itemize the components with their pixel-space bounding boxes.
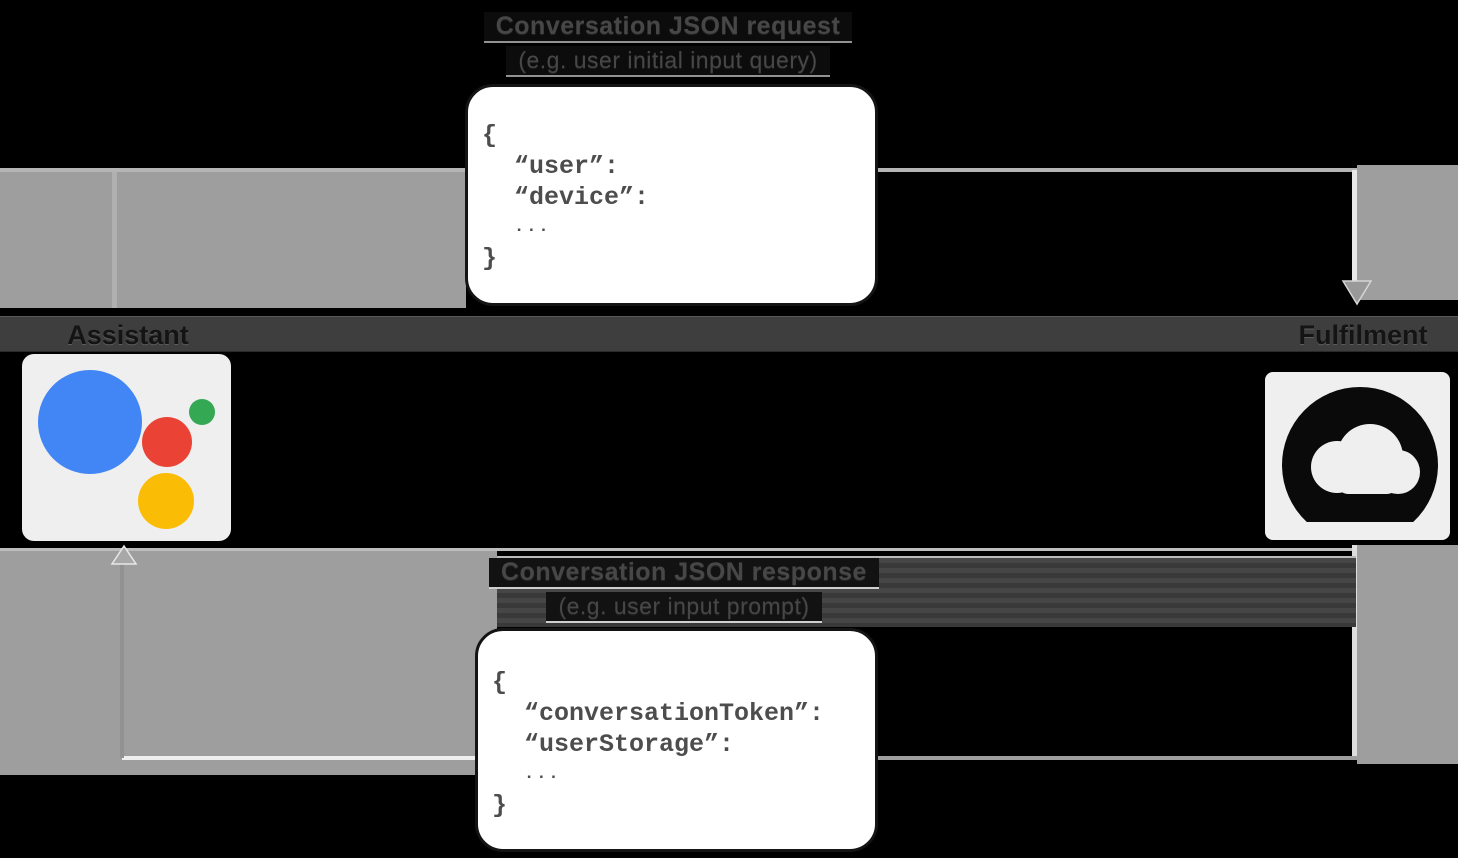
response-arrow-shaft-across-left bbox=[122, 756, 512, 760]
response-title-line2: (e.g. user input prompt) bbox=[546, 592, 822, 623]
request-band-left bbox=[0, 168, 466, 308]
response-title-line1: Conversation JSON response bbox=[489, 558, 879, 589]
json-line: { bbox=[482, 121, 498, 150]
request-json-box: { “user”: “device”: ... } bbox=[465, 84, 878, 306]
json-line: ... bbox=[514, 218, 551, 237]
json-line: } bbox=[482, 244, 498, 273]
json-line: “device”: bbox=[514, 183, 650, 212]
json-line: ... bbox=[524, 765, 561, 784]
json-line: “userStorage”: bbox=[524, 730, 735, 759]
endpoint-label-band bbox=[0, 316, 1458, 352]
google-cloud-icon bbox=[1282, 386, 1438, 522]
response-arrow-shaft-across-right bbox=[512, 756, 1357, 760]
response-arrow-shaft-down bbox=[1352, 545, 1357, 759]
response-arrow-shaft-up bbox=[120, 562, 124, 758]
request-arrow-shaft-down bbox=[1352, 170, 1357, 282]
response-json-box: { “conversationToken”: “userStorage”: ..… bbox=[475, 628, 878, 852]
assistant-icon-box bbox=[22, 354, 231, 541]
response-band-left bbox=[0, 548, 497, 775]
fulfilment-icon-box bbox=[1265, 372, 1450, 540]
request-title-line2: (e.g. user initial input query) bbox=[506, 46, 830, 77]
assistant-label: Assistant bbox=[67, 320, 189, 350]
request-arrow-shaft-up bbox=[112, 170, 117, 308]
json-line: { bbox=[492, 668, 508, 697]
fulfilment-label: Fulfilment bbox=[1298, 320, 1428, 350]
response-band-right bbox=[1357, 545, 1458, 764]
google-assistant-logo-icon bbox=[38, 370, 215, 529]
json-line: } bbox=[492, 791, 508, 820]
json-line: “user”: bbox=[514, 152, 620, 181]
request-title: Conversation JSON request (e.g. user ini… bbox=[0, 12, 1336, 80]
response-band-top-line bbox=[0, 548, 1357, 551]
response-arrowhead-up-icon bbox=[110, 544, 138, 565]
request-band-right bbox=[1357, 165, 1458, 300]
request-title-line1: Conversation JSON request bbox=[483, 12, 853, 43]
request-arrowhead-down-icon bbox=[1341, 280, 1373, 306]
response-title: Conversation JSON response (e.g. user in… bbox=[0, 558, 1368, 626]
json-line: “conversationToken”: bbox=[524, 699, 825, 728]
